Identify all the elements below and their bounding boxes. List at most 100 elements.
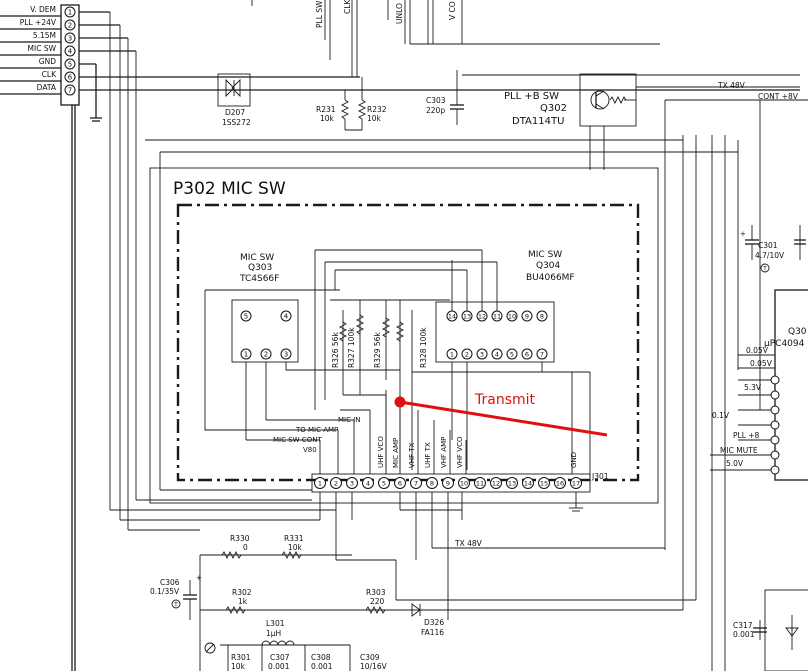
q304-pin: 6 bbox=[525, 351, 529, 359]
l301-ref: L301 bbox=[266, 619, 285, 628]
j301-pin: 4 bbox=[366, 480, 370, 488]
c306-marker: T bbox=[173, 602, 178, 609]
top-right-nets: TX 48V CONT +8V bbox=[462, 74, 808, 550]
q304-pin: 14 bbox=[448, 313, 456, 321]
c309-ref: C309 bbox=[360, 653, 380, 662]
c306-plus: + bbox=[196, 574, 202, 582]
signal-clk: CLK bbox=[343, 0, 352, 14]
connector-label-vdem: V. DEM bbox=[30, 5, 56, 14]
c306-value: 0.1/35V bbox=[150, 587, 180, 596]
j301-pin: 2 bbox=[334, 480, 338, 488]
connector-label-micsw: MIC SW bbox=[28, 44, 57, 53]
c317-value: 0.001 bbox=[733, 630, 755, 639]
net-tx48v-bottom: TX 48V bbox=[454, 539, 483, 548]
signal-to-mic-amp: TO MIC AMP bbox=[295, 426, 338, 434]
q303-pin: 4 bbox=[284, 313, 289, 321]
q30x-ref: Q30 bbox=[788, 327, 807, 337]
r231-ref: R231 bbox=[316, 105, 336, 114]
j301-pin: 15 bbox=[540, 480, 548, 488]
top-signals: PLL SW CLK UNLO V CO bbox=[251, 0, 660, 77]
resistor-label: R326 56k bbox=[331, 332, 340, 368]
connector-label-515m: 5.15M bbox=[33, 31, 56, 40]
c301-value: 4.7/10V bbox=[755, 251, 785, 260]
resistor-label: R327 100k bbox=[347, 327, 356, 368]
voltage-label: 5.3V bbox=[744, 383, 762, 392]
j301-pin: 16 bbox=[556, 480, 564, 488]
connector-label-clk: CLK bbox=[42, 70, 57, 79]
annotation-line bbox=[399, 400, 608, 437]
q304-pin: 9 bbox=[525, 313, 529, 321]
r330-ref: R330 bbox=[230, 534, 250, 543]
right-bus bbox=[109, 12, 761, 610]
q303-pin: 1 bbox=[244, 351, 248, 359]
capacitor-c303: C303 220p bbox=[426, 70, 464, 125]
voltage-label: 0.05V bbox=[746, 346, 769, 355]
connector-pin: 1 bbox=[68, 9, 72, 17]
q304-pin: 4 bbox=[495, 351, 499, 359]
j301-pin: 6 bbox=[398, 480, 402, 488]
r301-ref: R301 bbox=[231, 653, 251, 662]
j301-pin: 13 bbox=[508, 480, 516, 488]
q303-label: MIC SW bbox=[240, 253, 274, 263]
j301-pin: 10 bbox=[460, 480, 468, 488]
q304-pin: 3 bbox=[480, 351, 484, 359]
connector-pin: 6 bbox=[68, 74, 73, 82]
voltage-label: 0.05V bbox=[750, 359, 773, 368]
ic-q304: MIC SW Q304 BU4066MF 14 13 12 11 10 9 8 … bbox=[314, 249, 591, 482]
resistor-label: R328 100k bbox=[419, 327, 428, 368]
r302-value: 1k bbox=[238, 597, 248, 606]
transmit-annotation: Transmit bbox=[394, 392, 608, 437]
signal-pll-sw: PLL SW bbox=[315, 0, 324, 28]
transistor-q302: PLL +B SW Q302 DTA114TU bbox=[504, 73, 800, 170]
q304-pin: 13 bbox=[463, 313, 471, 321]
d326-ref: D326 bbox=[424, 618, 444, 627]
q304-label: MIC SW bbox=[528, 250, 562, 260]
c303-ref: C303 bbox=[426, 96, 446, 105]
q303-ref: Q303 bbox=[248, 263, 272, 273]
j301-pin: 7 bbox=[414, 480, 418, 488]
net-tx48v-top: TX 48V bbox=[717, 81, 746, 90]
c303-value: 220p bbox=[426, 106, 445, 115]
connector-pin: 3 bbox=[68, 35, 72, 43]
signal-mic-amp: MIC AMP bbox=[392, 438, 400, 468]
j301-pin: 17 bbox=[572, 480, 580, 488]
c306-ref: C306 bbox=[160, 578, 180, 587]
q304-pin: 11 bbox=[493, 313, 501, 321]
resistors-r231-r232: R231 10k R232 10k bbox=[316, 77, 387, 131]
diode-d207: D207 1SS272 bbox=[210, 73, 262, 127]
j301-ref: J301 bbox=[591, 472, 609, 481]
lower-wiring bbox=[110, 152, 726, 671]
j301-pin: 11 bbox=[476, 480, 484, 488]
net-pll8: PLL +8 bbox=[733, 431, 760, 440]
capacitor-c301: + C301 4.7/10V T bbox=[740, 225, 806, 273]
p302-block: P302 MIC SW bbox=[149, 167, 659, 504]
d207-ref: D207 bbox=[225, 108, 245, 117]
left-connector: V. DEM PLL +24V 5.15M MIC SW GND CLK DAT… bbox=[0, 4, 800, 671]
c307-ref: C307 bbox=[270, 653, 290, 662]
ic-q30x: Q30 μPC4094 0.05V 0.05V 5.3V 0.1V 5.0V P… bbox=[710, 289, 808, 481]
r330-value: 0 bbox=[243, 543, 248, 552]
j301-pin: 9 bbox=[446, 480, 450, 488]
signal-vco: V CO bbox=[448, 1, 457, 20]
connector-label-pll24: PLL +24V bbox=[20, 18, 57, 27]
annotation-dot bbox=[394, 396, 406, 408]
connector-label-data: DATA bbox=[37, 83, 57, 92]
d207-part: 1SS272 bbox=[222, 118, 251, 127]
signal-vhf-tx: VHF TX bbox=[408, 442, 416, 468]
r301-value: 10k bbox=[231, 662, 246, 671]
q303-pin: 3 bbox=[284, 351, 288, 359]
q303-pin: 5 bbox=[244, 313, 248, 321]
c308-value: 0.001 bbox=[311, 662, 333, 671]
signal-mic-sw-cont: MIC SW CONT bbox=[273, 436, 322, 444]
r303-value: 220 bbox=[370, 597, 385, 606]
c308-ref: C308 bbox=[311, 653, 331, 662]
c307-value: 0.001 bbox=[268, 662, 290, 671]
q304-pin: 8 bbox=[540, 313, 544, 321]
q304-pin: 2 bbox=[465, 351, 469, 359]
q30x-part: μPC4094 bbox=[764, 339, 805, 349]
q302-label: PLL +B SW bbox=[504, 91, 559, 102]
voltage-label: 5.0V bbox=[726, 459, 744, 468]
j301-pin: 3 bbox=[350, 480, 354, 488]
signal-vhf-vco: VHF VCO bbox=[456, 436, 464, 468]
